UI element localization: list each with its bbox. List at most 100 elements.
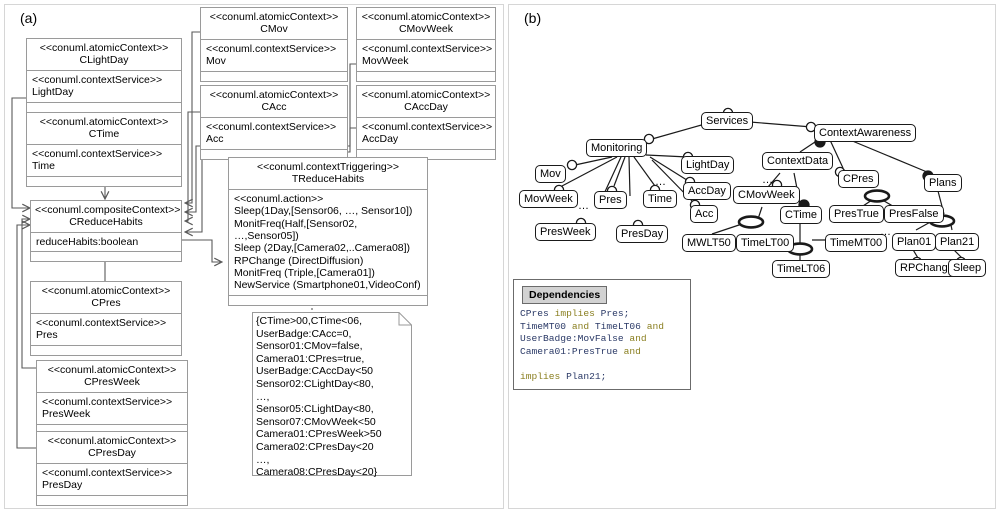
uml-header: <<conuml.atomicContext>> CMovWeek	[357, 8, 495, 40]
stereotype: <<conuml.atomicContext>>	[47, 435, 177, 447]
stereotype-service: <<conuml.contextService>>	[206, 42, 337, 55]
feature-node-mov[interactable]: Mov	[535, 165, 566, 183]
class-name: CReduceHabits	[69, 216, 143, 229]
class-name: CMovWeek	[398, 23, 454, 36]
feature-node-timelt00[interactable]: TimeLT00	[736, 234, 795, 252]
stereotype: <<conuml.compositeContext>>	[35, 204, 181, 216]
stereotype: <<conuml.atomicContext>>	[209, 89, 339, 101]
uml-box-cmov[interactable]: <<conuml.atomicContext>> CMov <<conuml.c…	[200, 7, 348, 82]
service-name: Mov	[206, 55, 226, 68]
optional-circle-mov	[566, 159, 578, 171]
note-outline	[252, 312, 412, 476]
feature-node-cmovweek[interactable]: CMovWeek	[733, 186, 800, 204]
feature-node-time[interactable]: Time	[643, 190, 678, 208]
stereotype: <<conuml.atomicContext>>	[361, 89, 491, 101]
feature-node-presday[interactable]: PresDay	[616, 225, 669, 243]
class-name: CTime	[88, 128, 120, 141]
uml-box-cpres[interactable]: <<conuml.atomicContext>> CPres <<conuml.…	[30, 281, 182, 356]
uml-box-ctime[interactable]: <<conuml.atomicContext>> CTime <<conuml.…	[26, 112, 182, 187]
feature-node-plans[interactable]: Plans	[924, 174, 962, 192]
feature-node-accday[interactable]: AccDay	[683, 182, 731, 200]
stereotype-action: <<conuml.action>>	[234, 192, 324, 205]
ellipsis-monitoring-right: …	[655, 176, 667, 188]
uml-service-section: <<conuml.contextService>> PresDay	[37, 464, 187, 496]
ellipsis-monitoring-left: …	[578, 200, 590, 212]
feature-node-mwlt50[interactable]: MWLT50	[682, 234, 736, 252]
stereotype-service: <<conuml.contextService>>	[362, 120, 493, 133]
dependency-line: CPres implies Pres;	[520, 308, 630, 319]
class-name: CPres	[91, 297, 121, 310]
uml-attribute-section: reduceHabits:boolean	[31, 233, 181, 253]
feature-node-sleep[interactable]: Sleep	[948, 259, 987, 277]
panel-b-label: (b)	[524, 10, 542, 26]
stereotype-service: <<conuml.contextService>>	[32, 73, 163, 86]
feature-node-presweek[interactable]: PresWeek	[535, 223, 596, 241]
feature-node-movweek[interactable]: MovWeek	[519, 190, 578, 208]
dependency-line: implies Plan21;	[520, 370, 607, 382]
stereotype: <<conuml.atomicContext>>	[361, 11, 491, 23]
stereotype-service: <<conuml.contextService>>	[362, 42, 493, 55]
uml-header: <<conuml.atomicContext>> CPres	[31, 282, 181, 314]
dependency-line	[520, 358, 686, 371]
class-name: CAcc	[261, 101, 287, 114]
dependency-line: Camera01:PresTrue and	[520, 345, 641, 357]
stereotype: <<conuml.atomicContext>>	[41, 285, 171, 297]
feature-node-rpchange[interactable]: RPChange	[895, 259, 959, 277]
feature-node-services[interactable]: Services	[701, 112, 754, 130]
uml-header: <<conuml.atomicContext>> CTime	[27, 113, 181, 145]
uml-header: <<conuml.compositeContext>> CReduceHabit…	[31, 201, 181, 233]
stereotype-service: <<conuml.contextService>>	[42, 395, 173, 408]
panel-b	[508, 4, 996, 509]
feature-node-pres[interactable]: Pres	[594, 191, 627, 209]
feature-node-contextawareness[interactable]: ContextAwareness	[814, 124, 917, 142]
feature-node-contextdata[interactable]: ContextData	[762, 152, 834, 170]
stereotype: <<conuml.atomicContext>>	[47, 364, 177, 376]
dependency-line: TimeMT00 and TimeLT06 and	[520, 320, 664, 332]
feature-node-timelt06[interactable]: TimeLT06	[772, 260, 831, 278]
feature-node-presfalse[interactable]: PresFalse	[884, 205, 944, 223]
uml-box-treducehabits[interactable]: <<conuml.contextTriggering>> TReduceHabi…	[228, 157, 428, 306]
dependencies-box[interactable]: Dependencies CPres implies Pres;TimeMT00…	[513, 279, 691, 390]
uml-box-cmovweek[interactable]: <<conuml.atomicContext>> CMovWeek <<conu…	[356, 7, 496, 82]
uml-service-section: <<conuml.contextService>> Mov	[201, 40, 347, 72]
uml-box-cpresday[interactable]: <<conuml.atomicContext>> CPresDay <<conu…	[36, 431, 188, 506]
uml-header: <<conuml.contextTriggering>> TReduceHabi…	[229, 158, 427, 190]
feature-node-cpres[interactable]: CPres	[838, 170, 879, 188]
feature-node-plan21[interactable]: Plan21	[935, 233, 980, 251]
uml-service-section: <<conuml.contextService>> PresWeek	[37, 393, 187, 425]
feature-node-ctime[interactable]: CTime	[780, 206, 822, 224]
uml-box-cpresweek[interactable]: <<conuml.atomicContext>> CPresWeek <<con…	[36, 360, 188, 435]
stereotype-service: <<conuml.contextService>>	[42, 466, 173, 479]
stereotype: <<conuml.atomicContext>>	[39, 42, 169, 54]
class-name: CPresWeek	[84, 376, 140, 389]
uml-service-section: <<conuml.contextService>> MovWeek	[357, 40, 495, 72]
feature-node-prestrue[interactable]: PresTrue	[829, 205, 884, 223]
feature-node-timemt00[interactable]: TimeMT00	[825, 234, 888, 252]
service-name: Time	[32, 160, 55, 173]
panel-a-label: (a)	[20, 10, 38, 26]
stereotype: <<conuml.atomicContext>>	[39, 116, 169, 128]
uml-box-clightday[interactable]: <<conuml.atomicContext>> CLightDay <<con…	[26, 38, 182, 113]
feature-node-acc[interactable]: Acc	[690, 205, 719, 223]
uml-header: <<conuml.atomicContext>> CPresWeek	[37, 361, 187, 393]
stereotype: <<conuml.contextTriggering>>	[256, 161, 400, 173]
uml-header: <<conuml.atomicContext>> CAcc	[201, 86, 347, 118]
uml-box-creducehabits[interactable]: <<conuml.compositeContext>> CReduceHabit…	[30, 200, 182, 263]
constraint-note[interactable]: {CTime>00,CTime<06, UserBadge:CAcc=0, Se…	[252, 312, 412, 478]
class-name: CPresDay	[88, 447, 136, 460]
action-list: Sleep(1Day,[Sensor06, …, Sensor10]) Moni…	[234, 205, 421, 292]
class-name: CMov	[260, 23, 288, 36]
service-name: AccDay	[362, 133, 399, 146]
service-name: MovWeek	[362, 55, 409, 68]
service-name: PresWeek	[42, 408, 91, 421]
ellipsis-ctxdata: …	[762, 174, 774, 186]
uml-header: <<conuml.atomicContext>> CMov	[201, 8, 347, 40]
uml-box-cacc[interactable]: <<conuml.atomicContext>> CAcc <<conuml.c…	[200, 85, 348, 160]
class-name: CLightDay	[79, 54, 129, 67]
feature-node-plan01[interactable]: Plan01	[892, 233, 937, 251]
dependency-line: UserBadge:MovFalse and	[520, 333, 647, 345]
uml-box-caccday[interactable]: <<conuml.atomicContext>> CAccDay <<conum…	[356, 85, 496, 160]
feature-node-lightday[interactable]: LightDay	[681, 156, 735, 174]
feature-node-monitoring[interactable]: Monitoring	[586, 139, 648, 157]
